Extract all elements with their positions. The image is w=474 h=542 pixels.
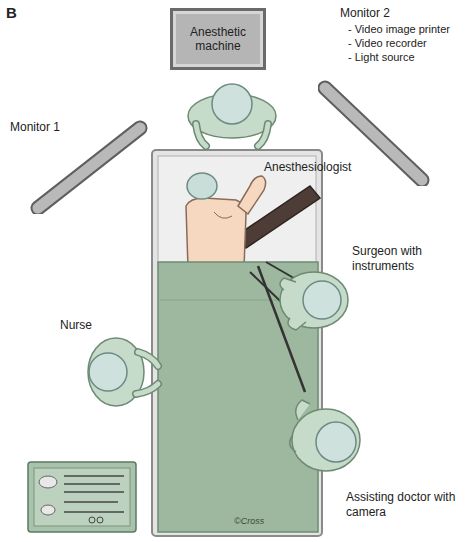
instrument-tray — [28, 462, 136, 532]
equipment-item: - Video recorder — [348, 36, 450, 50]
instrument-tray — [64, 501, 118, 503]
instrument-tray — [41, 505, 55, 515]
anesthesiologist-figure — [258, 124, 268, 146]
instrument-tray — [64, 511, 124, 513]
anesthesiologist-figure — [212, 84, 252, 124]
instrument-tray — [64, 483, 120, 485]
instrument-tray — [34, 468, 130, 526]
assisting-doctor-figure — [290, 400, 360, 471]
role-label: Assisting doctor with camera — [346, 490, 466, 520]
instrument-tray — [28, 462, 136, 532]
assisting-doctor-figure — [316, 422, 356, 462]
surgeon-figure — [303, 281, 341, 319]
panel-letter: B — [6, 4, 17, 23]
role-label: Anesthesiologist — [264, 160, 351, 175]
nurse-figure — [136, 384, 158, 394]
nurse-figure — [138, 352, 158, 366]
monitor-bar — [38, 128, 140, 208]
monitor-label: Monitor 2- Video image printer- Video re… — [340, 6, 450, 64]
patient — [214, 212, 232, 218]
node-text: Anesthetic machine — [179, 25, 257, 54]
operating-table — [152, 150, 322, 536]
nurse-figure — [138, 352, 158, 366]
patient — [187, 173, 217, 199]
anesthesiologist-figure — [258, 124, 268, 146]
monitor-name: Monitor 2 — [340, 6, 450, 22]
anesthesiologist-figure — [196, 124, 206, 146]
monitor-label: Monitor 1 — [10, 120, 60, 136]
anesthesiologist-figure — [188, 84, 276, 146]
role-label: Surgeon with instruments — [352, 244, 464, 274]
equipment-item: - Light source — [348, 50, 450, 64]
patient — [186, 198, 246, 268]
anesthesiologist-figure — [196, 124, 206, 146]
nurse-figure — [88, 338, 158, 406]
equipment-item: - Video image printer — [348, 22, 450, 36]
assisting-doctor-figure — [296, 400, 310, 420]
instrument-tray — [39, 476, 57, 488]
monitor: Monitor 2- Video image printer- Video re… — [318, 4, 470, 186]
surgeon-figure — [288, 318, 306, 330]
role-label: Nurse — [60, 318, 92, 333]
monitor-bar — [38, 128, 140, 208]
machine-box: Anesthetic machine — [170, 8, 266, 70]
surgeon-figure — [280, 272, 348, 330]
instrument-tray — [64, 491, 124, 493]
patient — [186, 173, 266, 268]
operating-table — [152, 150, 322, 536]
instrument-tray — [97, 517, 103, 523]
patient — [238, 176, 266, 214]
assisting-doctor-figure — [292, 409, 360, 471]
instrument-tray — [89, 517, 95, 523]
instrument-tray — [64, 475, 124, 477]
monitor-name: Monitor 1 — [10, 120, 60, 136]
monitor: Monitor 1 — [8, 118, 148, 214]
nurse-figure — [136, 384, 158, 394]
surgeon-figure — [280, 278, 296, 290]
assisting-doctor-figure — [290, 436, 296, 452]
signature: ©Cross — [234, 516, 264, 527]
nurse-figure — [89, 353, 127, 391]
